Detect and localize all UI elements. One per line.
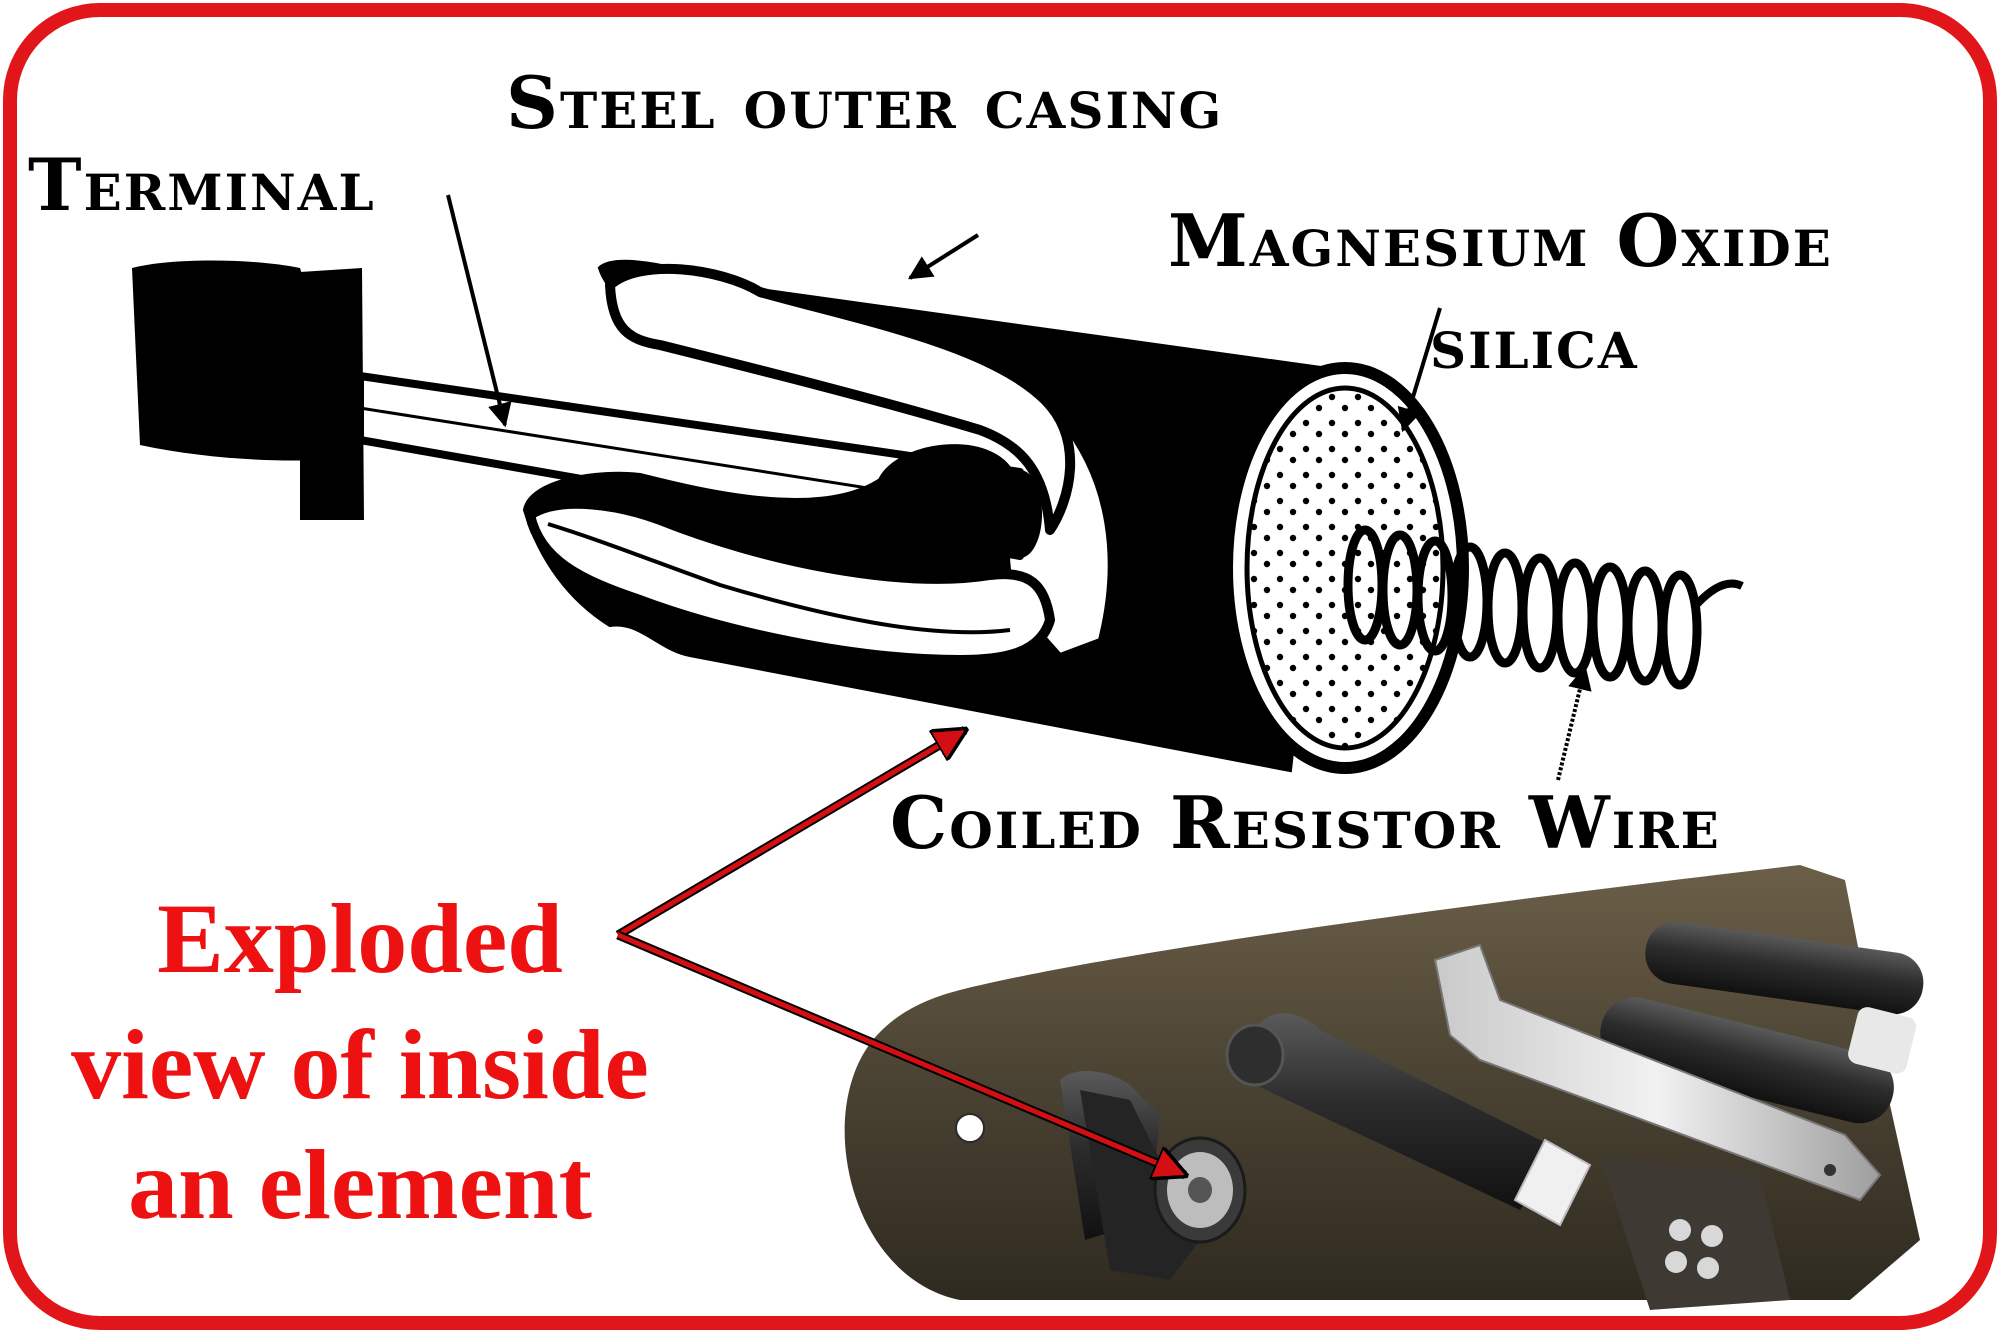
red-pointer-arrows	[615, 726, 1185, 1175]
arrow-to-photo	[617, 932, 1185, 1175]
black-pointer-lines	[446, 194, 1592, 781]
wire-pointer	[1556, 665, 1592, 781]
caption: Exploded view of inside an element	[71, 883, 649, 1240]
coiled-resistor-wire	[1343, 525, 1744, 690]
caption-line-1: Exploded	[157, 883, 563, 994]
silica-pointer	[1397, 307, 1442, 433]
terminal-plug	[132, 260, 318, 461]
label-coiled-resistor-wire: Coiled Resistor Wire	[890, 780, 1721, 865]
caption-line-3: an element	[128, 1129, 592, 1240]
element-photo	[844, 865, 1924, 1310]
arrow-to-drawing	[616, 730, 965, 938]
label-steel-outer-casing: Steel outer casing	[506, 60, 1223, 145]
caption-line-2: view of inside	[71, 1009, 649, 1120]
element-drawing	[132, 259, 1744, 774]
label-silica: silica	[1430, 300, 1639, 385]
terminal-pointer	[446, 194, 512, 428]
casing-pointer	[907, 233, 980, 280]
label-magnesium-oxide: Magnesium Oxide	[1168, 198, 1833, 283]
label-terminal: Terminal	[28, 142, 376, 227]
